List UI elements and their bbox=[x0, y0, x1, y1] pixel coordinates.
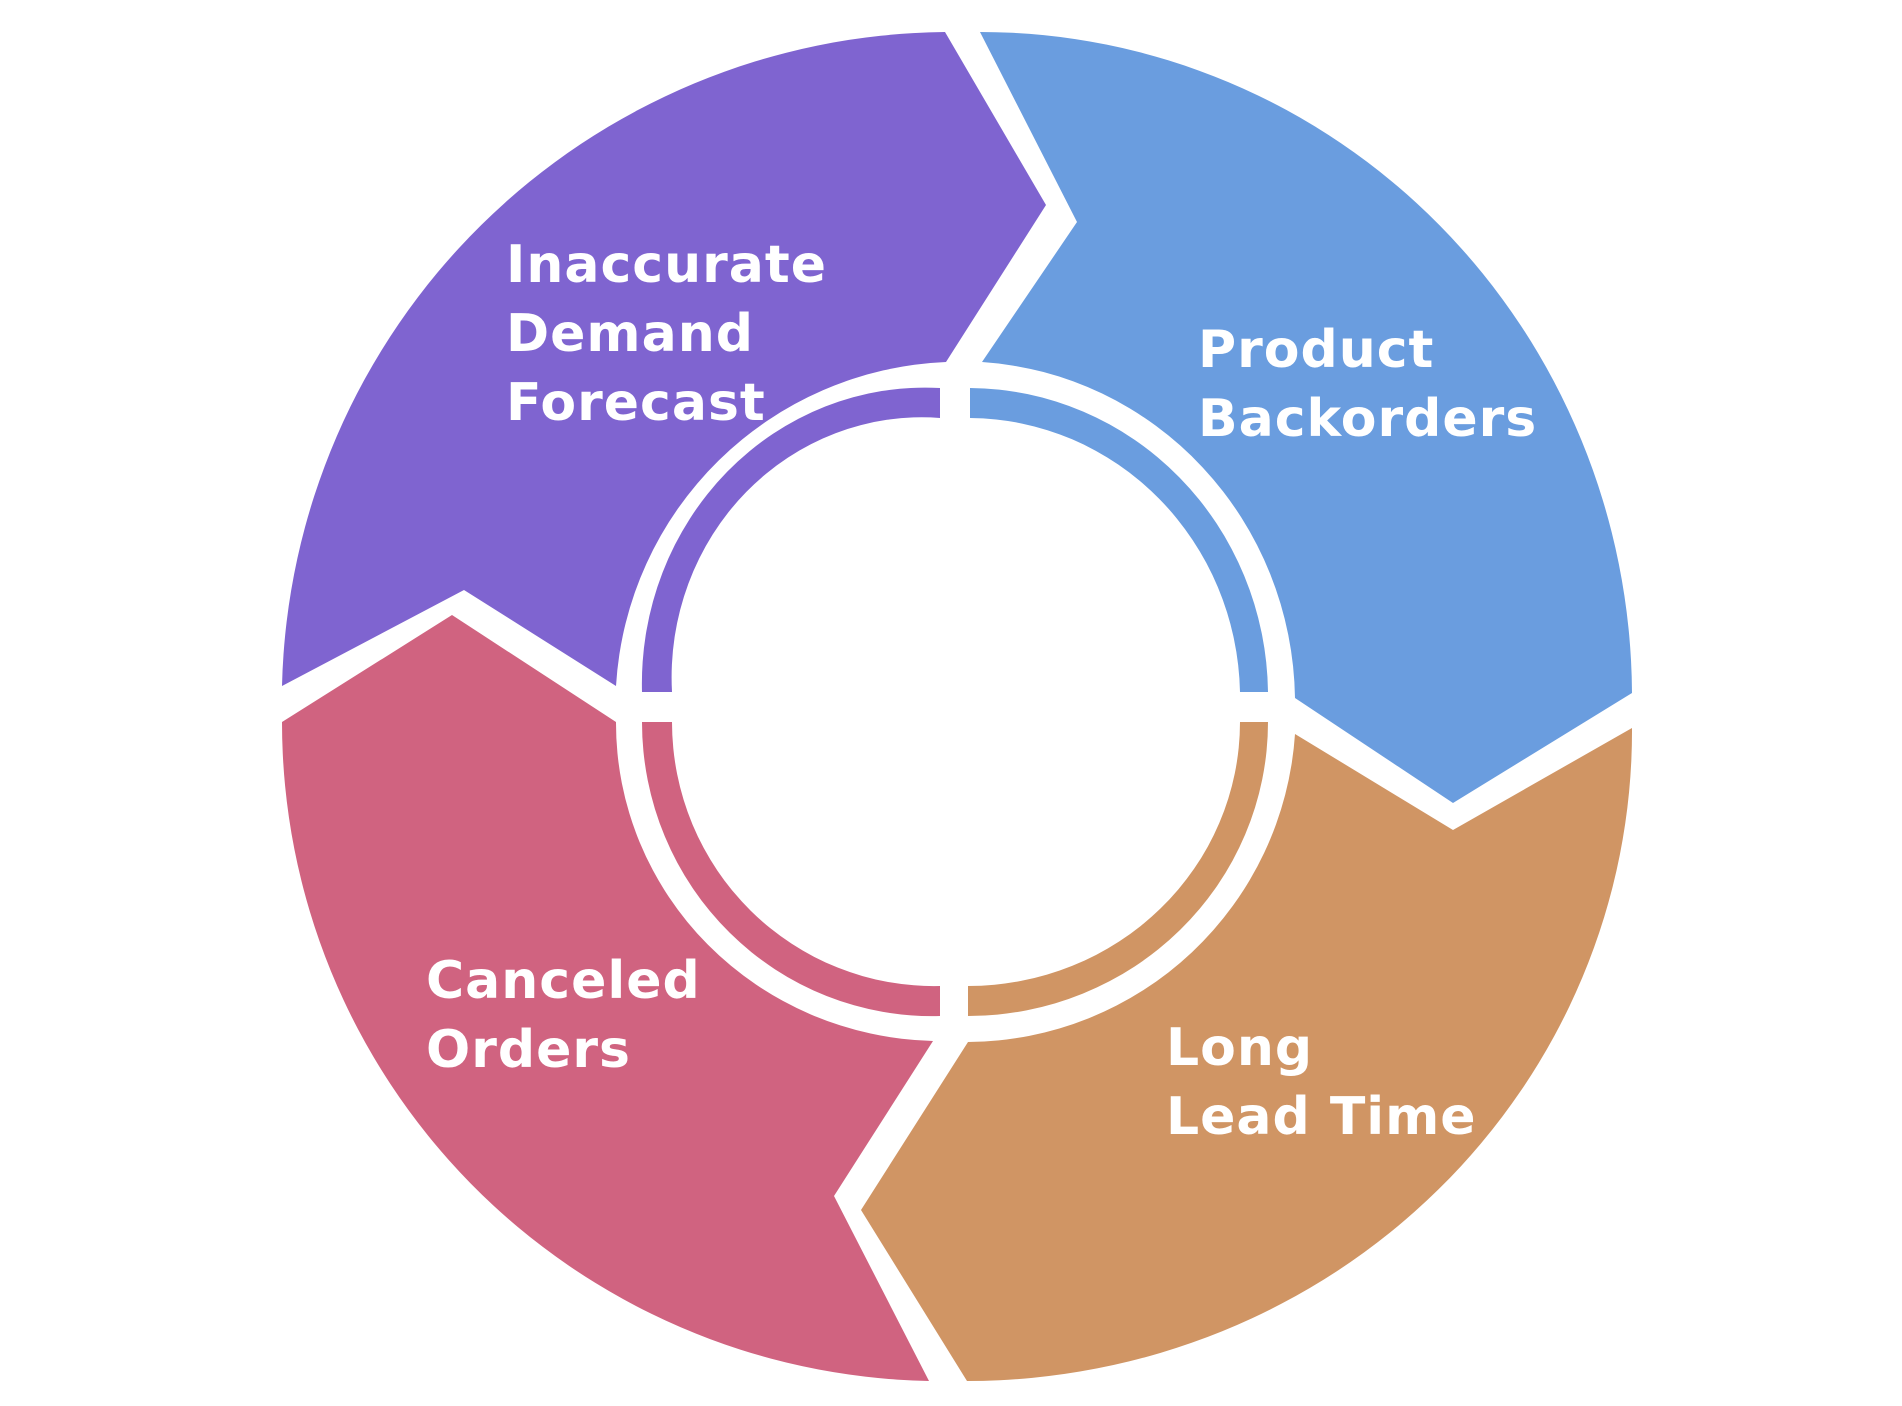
label-long-lead-time: Long Lead Time bbox=[1166, 1018, 1477, 1147]
segment-shape-canceled-orders bbox=[282, 615, 933, 1381]
segment-shape-product-backorders bbox=[980, 32, 1632, 803]
inner-arc-product-backorders bbox=[970, 388, 1268, 692]
label-line: Long bbox=[1166, 1018, 1313, 1078]
label-line: Orders bbox=[426, 1020, 631, 1080]
label-line: Forecast bbox=[506, 373, 766, 433]
segment-inaccurate-demand-forecast: Inaccurate Demand Forecast bbox=[282, 32, 1046, 692]
label-line: Inaccurate bbox=[506, 235, 827, 295]
label-product-backorders: Product Backorders bbox=[1198, 320, 1537, 449]
segment-long-lead-time: Long Lead Time bbox=[861, 722, 1633, 1381]
segment-shape-inaccurate-demand-forecast bbox=[282, 32, 1046, 686]
label-line: Product bbox=[1198, 320, 1434, 380]
inner-arc-inaccurate-demand-forecast bbox=[641, 387, 940, 692]
segment-canceled-orders: Canceled Orders bbox=[282, 615, 940, 1381]
inner-arc-canceled-orders bbox=[641, 722, 940, 1017]
label-canceled-orders: Canceled Orders bbox=[426, 951, 720, 1080]
segment-shape-long-lead-time bbox=[861, 728, 1633, 1381]
label-line: Canceled bbox=[426, 951, 701, 1011]
label-line: Demand bbox=[506, 304, 754, 364]
inner-arc-long-lead-time bbox=[968, 722, 1268, 1016]
label-line: Lead Time bbox=[1166, 1087, 1477, 1147]
label-inaccurate-demand-forecast: Inaccurate Demand Forecast bbox=[506, 235, 846, 433]
label-line: Backorders bbox=[1198, 389, 1537, 449]
segment-product-backorders: Product Backorders bbox=[970, 32, 1632, 803]
